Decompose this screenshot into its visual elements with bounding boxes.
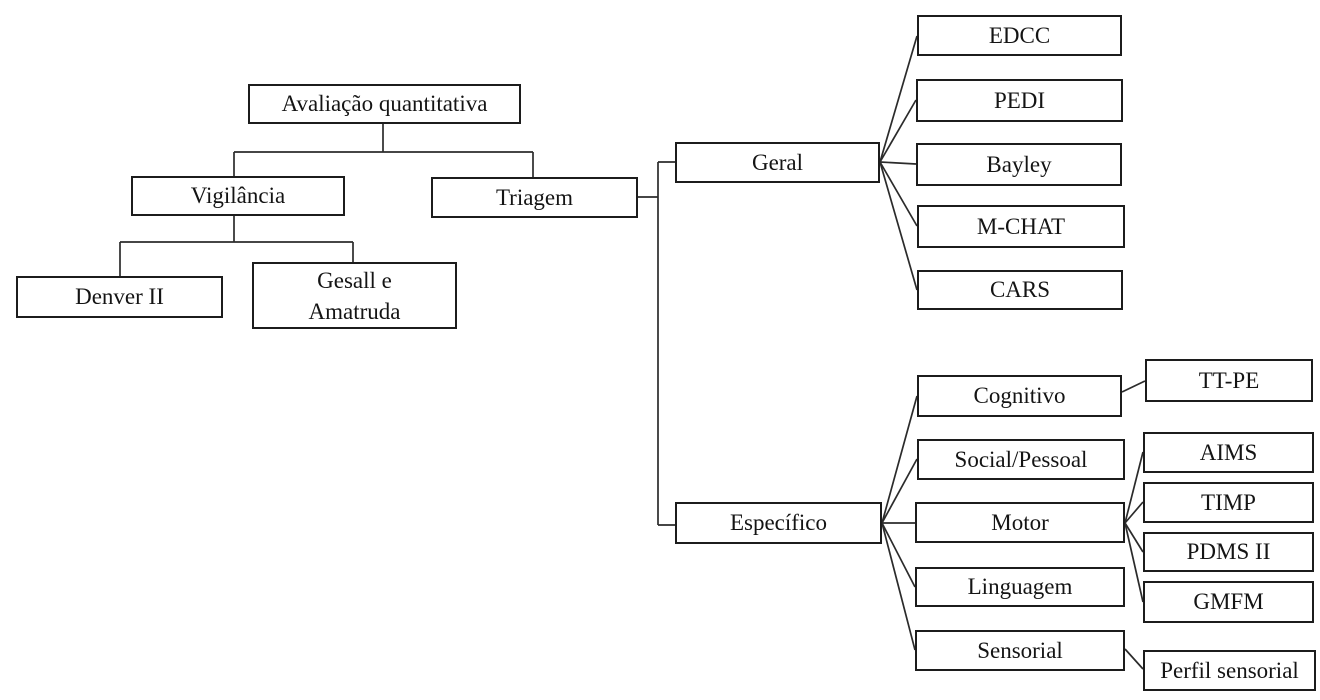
- node-bayley-label: Bayley: [986, 151, 1052, 177]
- node-motor: Motor: [915, 502, 1125, 543]
- node-aims: AIMS: [1143, 432, 1314, 473]
- node-pedi-label: PEDI: [993, 87, 1046, 113]
- edge-motor-gmfm: [1124, 522, 1144, 603]
- node-tt-pe-label: TT-PE: [1198, 367, 1260, 393]
- node-aims-label: AIMS: [1199, 439, 1258, 465]
- edge-especifico-sensorial: [881, 522, 916, 651]
- node-edcc: EDCC: [917, 15, 1122, 56]
- node-linguagem-label: Linguagem: [967, 574, 1073, 599]
- node-vigilancia: Vigilância: [131, 176, 345, 216]
- node-pdms-ii-label: PDMS II: [1186, 539, 1271, 564]
- node-gmfm: GMFM: [1143, 581, 1314, 623]
- edge-especifico-cognitivo: [881, 395, 918, 524]
- node-avaliacao-quantitativa: Avaliação quantitativa: [248, 84, 521, 124]
- edge-geral-pedi: [879, 99, 917, 163]
- node-denver-ii-label: Denver II: [75, 284, 164, 309]
- node-social-pessoal-label: Social/Pessoal: [954, 446, 1088, 472]
- node-avaliacao-quantitativa-label: Avaliação quantitativa: [281, 91, 488, 116]
- node-especifico: Específico: [675, 502, 882, 544]
- node-motor-label: Motor: [991, 509, 1049, 535]
- node-geral-label: Geral: [751, 149, 804, 175]
- edge-motor-aims: [1124, 451, 1144, 524]
- node-geral: Geral: [675, 142, 880, 183]
- node-triagem-label: Triagem: [495, 184, 574, 210]
- edge-geral-mchat: [879, 161, 918, 227]
- edge-especifico-linguagem: [881, 522, 916, 588]
- node-sensorial: Sensorial: [915, 630, 1125, 671]
- node-vigilancia-label: Vigilância: [190, 183, 286, 208]
- node-tt-pe: TT-PE: [1145, 359, 1313, 402]
- node-social-pessoal: Social/Pessoal: [917, 439, 1125, 480]
- node-perfil-sensorial: Perfil sensorial: [1143, 650, 1316, 691]
- node-especifico-label: Específico: [729, 510, 828, 535]
- edge-motor-timp: [1124, 501, 1144, 524]
- node-bayley: Bayley: [916, 143, 1122, 186]
- node-pedi: PEDI: [916, 79, 1123, 122]
- node-m-chat: M-CHAT: [917, 205, 1125, 248]
- node-cars-label: CARS: [989, 277, 1051, 302]
- node-denver-ii: Denver II: [16, 276, 223, 318]
- node-cognitivo: Cognitivo: [917, 375, 1122, 417]
- edge-geral-cars: [879, 161, 918, 291]
- edge-cognitivo-ttpe: [1121, 380, 1146, 393]
- node-gesall-e-amatruda-label: Gesall e Amatruda: [308, 267, 401, 324]
- edge-motor-pdms: [1124, 522, 1144, 553]
- edge-sensorial-perfil: [1124, 648, 1144, 670]
- node-pdms-ii: PDMS II: [1143, 532, 1314, 572]
- node-timp: TIMP: [1143, 482, 1314, 523]
- node-linguagem: Linguagem: [915, 567, 1125, 607]
- node-gmfm-label: GMFM: [1193, 589, 1264, 614]
- edge-especifico-social: [881, 458, 918, 524]
- node-sensorial-label: Sensorial: [977, 637, 1063, 663]
- node-cars: CARS: [917, 270, 1123, 310]
- node-perfil-sensorial-label: Perfil sensorial: [1160, 657, 1299, 683]
- edge-geral-edcc: [879, 35, 918, 163]
- node-edcc-label: EDCC: [988, 22, 1051, 48]
- node-cognitivo-label: Cognitivo: [973, 383, 1066, 408]
- node-triagem: Triagem: [431, 177, 638, 218]
- node-gesall-e-amatruda: Gesall e Amatruda: [252, 262, 457, 329]
- edge-geral-bayley: [879, 161, 917, 165]
- node-timp-label: TIMP: [1201, 489, 1256, 515]
- node-m-chat-label: M-CHAT: [976, 213, 1066, 239]
